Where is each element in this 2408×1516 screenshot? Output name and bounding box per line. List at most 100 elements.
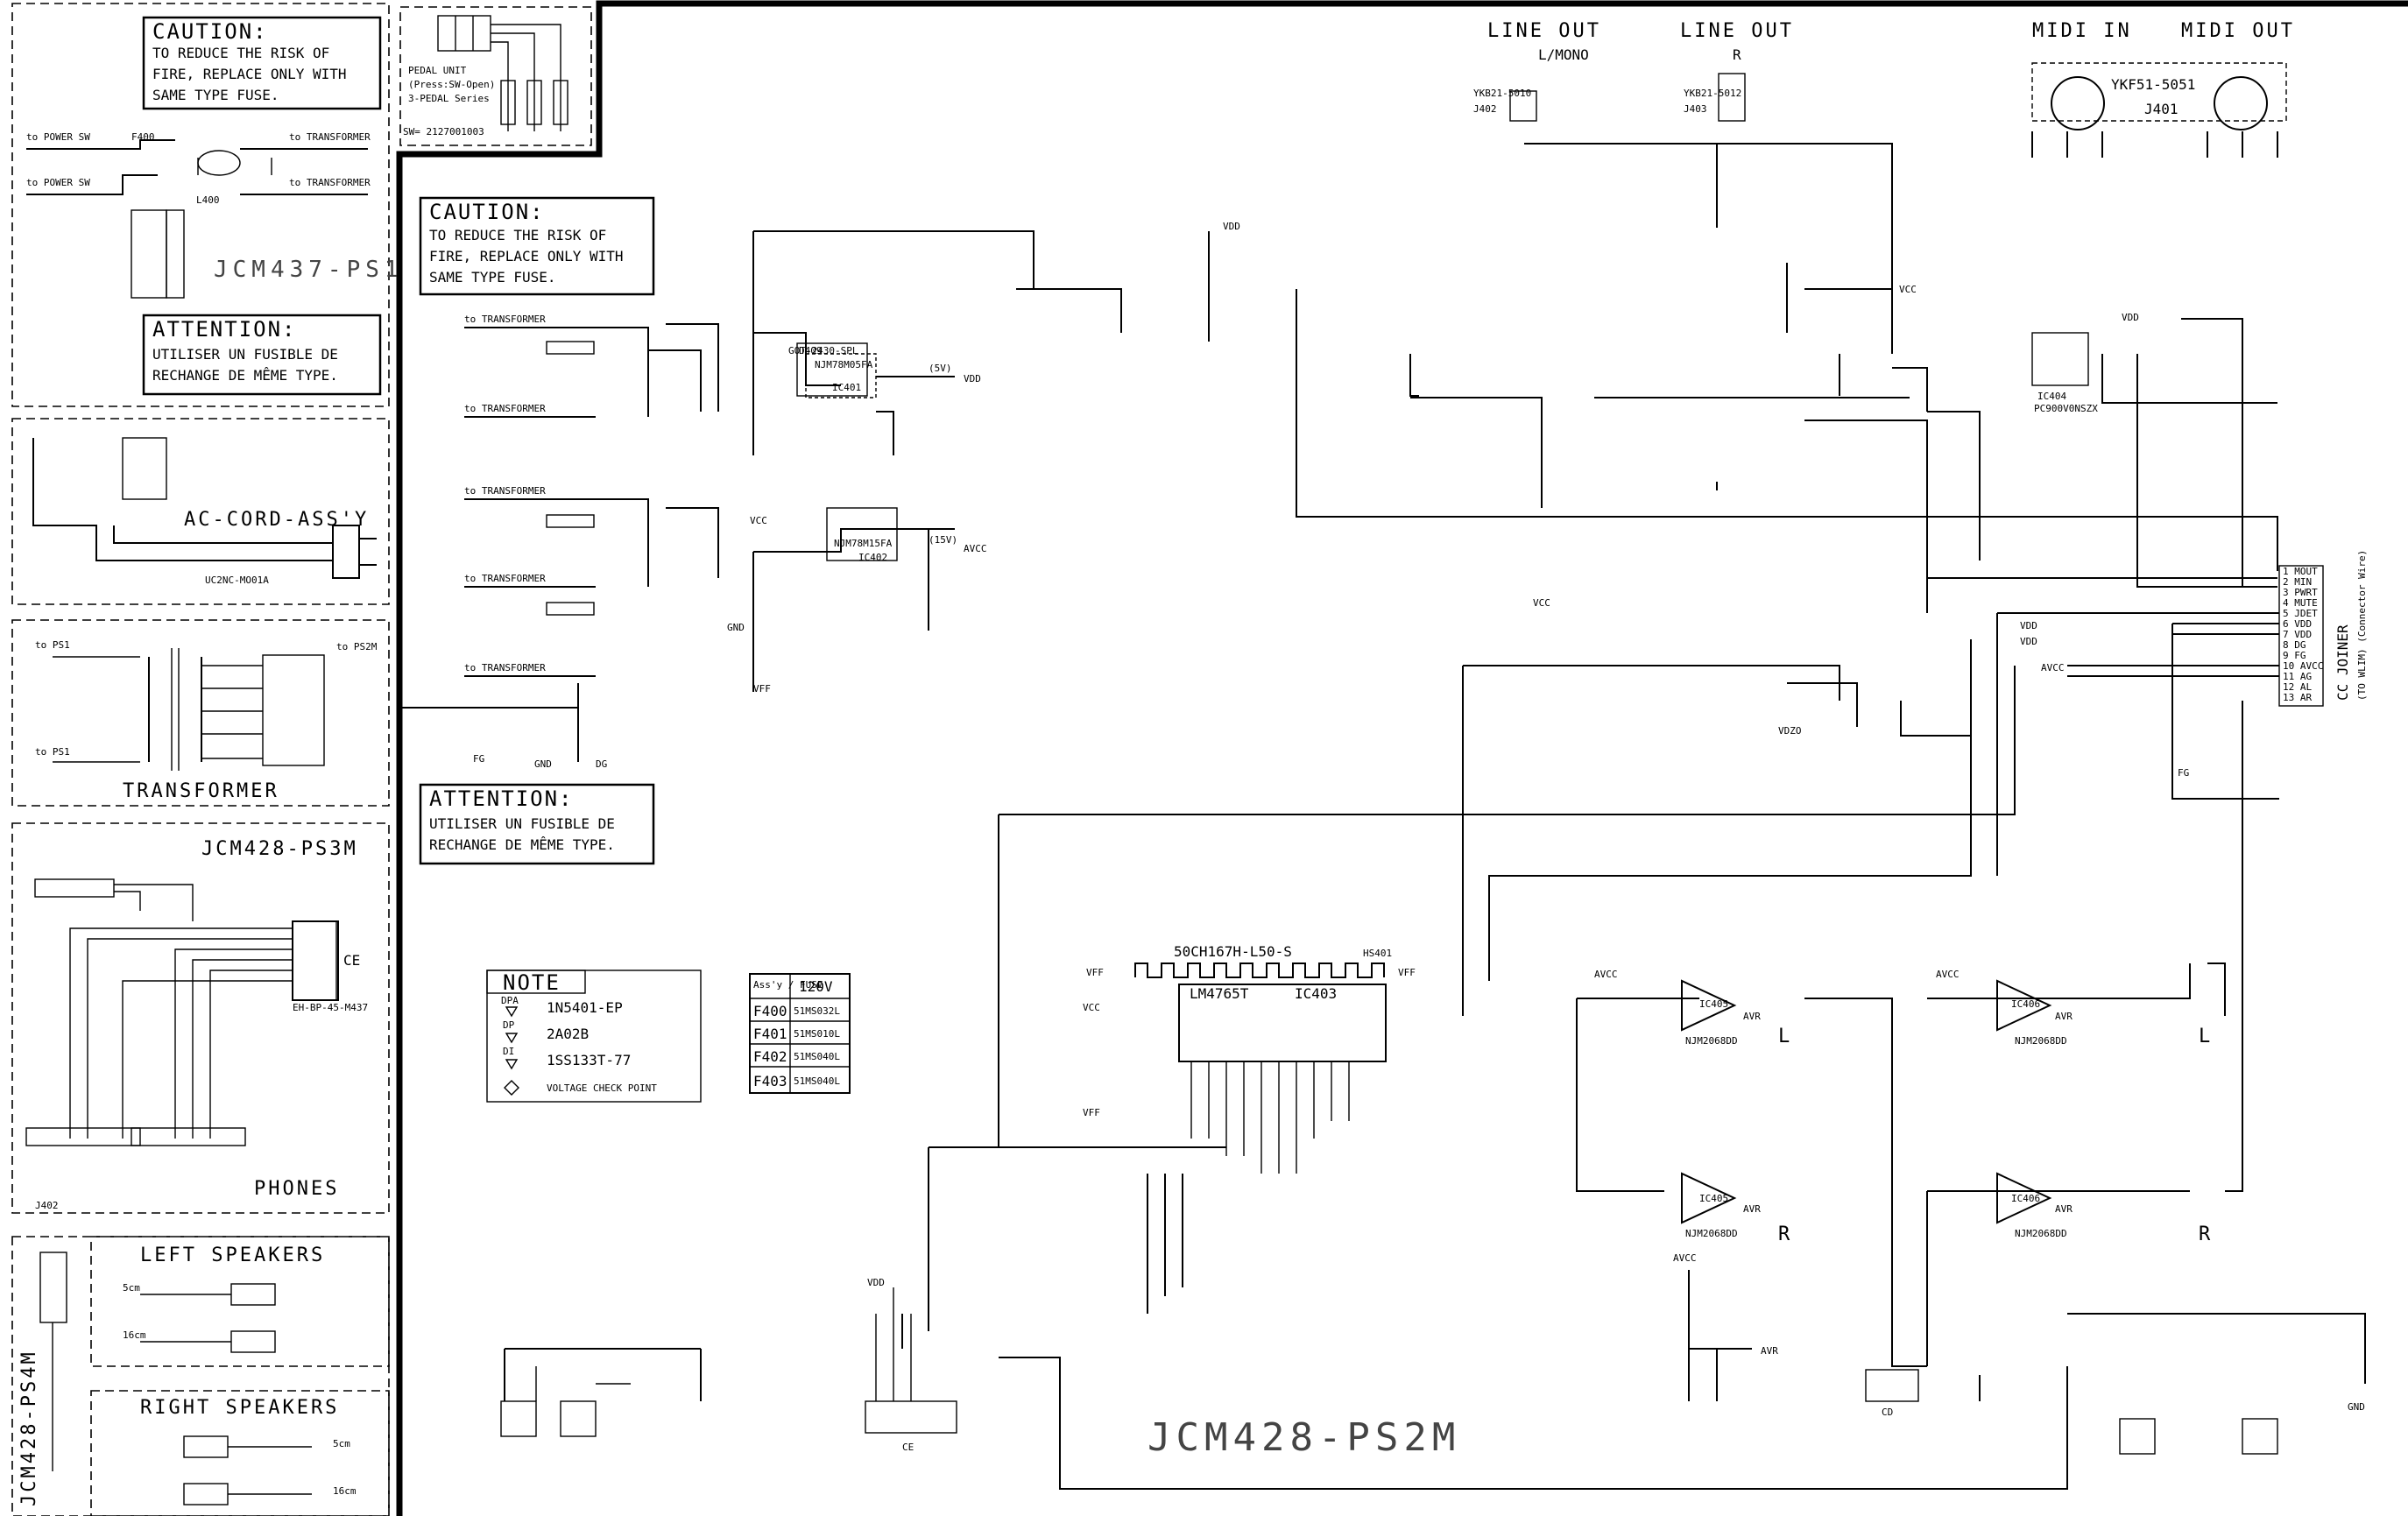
svg-text:CAUTION:: CAUTION:: [429, 200, 545, 224]
svg-text:3 PWRT: 3 PWRT: [2283, 587, 2318, 598]
svg-text:F402: F402: [753, 1048, 787, 1065]
svg-text:L: L: [1778, 1026, 1792, 1047]
svg-text:Ass'y / FUSE: Ass'y / FUSE: [753, 979, 823, 991]
svg-text:(15V): (15V): [929, 534, 957, 546]
svg-text:to POWER SW: to POWER SW: [26, 131, 90, 143]
svg-text:to TRANSFORMER: to TRANSFORMER: [464, 314, 546, 325]
opamp-ic406-r: IC406 NJM2068DD R AVR: [1996, 1172, 2210, 1245]
svg-text:L: L: [2199, 1026, 2213, 1047]
svg-text:12 AL: 12 AL: [2283, 681, 2312, 693]
svg-text:51MS040L: 51MS040L: [794, 1075, 840, 1087]
svg-text:MIDI IN: MIDI IN: [2032, 20, 2132, 42]
svg-text:PC900V0NSZX: PC900V0NSZX: [2034, 403, 2098, 414]
opamp-ic406-l: IC406 NJM2068DD L AVR AVCC: [1936, 969, 2213, 1047]
svg-text:GOT-2430-SPL: GOT-2430-SPL: [788, 345, 858, 356]
svg-text:RECHANGE DE MÊME TYPE.: RECHANGE DE MÊME TYPE.: [429, 836, 615, 853]
svg-text:J402: J402: [35, 1200, 59, 1211]
svg-text:to TRANSFORMER: to TRANSFORMER: [464, 485, 546, 497]
svg-text:FG: FG: [2178, 767, 2189, 779]
svg-text:1N5401-EP: 1N5401-EP: [547, 999, 623, 1016]
svg-text:51MS010L: 51MS010L: [794, 1028, 840, 1040]
svg-text:GND: GND: [2348, 1401, 2365, 1413]
ac-cord-board: [11, 418, 390, 605]
svg-text:LINE OUT: LINE OUT: [1487, 20, 1601, 42]
ps4m-board: [11, 1236, 390, 1516]
svg-text:to PS2M: to PS2M: [336, 641, 378, 652]
svg-text:13 AR: 13 AR: [2283, 692, 2312, 703]
svg-text:UC2NC-MO01A: UC2NC-MO01A: [205, 575, 269, 586]
ps2m-board-title: JCM428-PS2M: [1148, 1415, 1460, 1460]
svg-text:IC406: IC406: [2011, 1193, 2040, 1204]
svg-text:(5V): (5V): [929, 363, 952, 374]
opamp-ic405-r: IC405 NJM2068DD R AVR: [1681, 1172, 1792, 1245]
svg-text:MIDI OUT: MIDI OUT: [2181, 20, 2295, 42]
svg-text:VDD: VDD: [2020, 636, 2037, 647]
svg-text:UTILISER UN FUSIBLE DE: UTILISER UN FUSIBLE DE: [152, 346, 338, 363]
svg-text:FG: FG: [473, 753, 484, 765]
svg-text:VCC: VCC: [1083, 1002, 1100, 1013]
svg-text:to TRANSFORMER: to TRANSFORMER: [464, 573, 546, 584]
svg-text:F400: F400: [753, 1003, 787, 1019]
svg-text:IC406: IC406: [2011, 998, 2040, 1010]
cd-connector: CD: [1865, 1369, 1919, 1418]
svg-text:VOLTAGE CHECK POINT: VOLTAGE CHECK POINT: [547, 1082, 657, 1094]
svg-text:NJM2068DD: NJM2068DD: [2015, 1035, 2067, 1047]
ac-cord: AC-CORD-ASS'Y UC2NC-MO01A: [32, 437, 377, 586]
svg-text:AVCC: AVCC: [1673, 1252, 1697, 1264]
svg-text:JCM428-PS3M: JCM428-PS3M: [201, 838, 358, 860]
svg-text:51MS032L: 51MS032L: [794, 1005, 840, 1017]
attention-box-ps1: ATTENTION: UTILISER UN FUSIBLE DE RECHAN…: [142, 314, 382, 396]
svg-text:PEDAL UNIT: PEDAL UNIT: [408, 65, 467, 76]
svg-text:IC405: IC405: [1699, 998, 1728, 1010]
caution-box-ps1: CAUTION: TO REDUCE THE RISK OF FIRE, REP…: [142, 16, 382, 110]
power-supply: to TRANSFORMER to TRANSFORMER to TRANSFO…: [399, 314, 987, 770]
svg-text:11 AG: 11 AG: [2283, 671, 2312, 682]
svg-text:VCC: VCC: [750, 515, 767, 526]
svg-text:2A02B: 2A02B: [547, 1026, 589, 1042]
svg-text:ATTENTION:: ATTENTION:: [152, 317, 297, 342]
svg-text:VFF: VFF: [753, 683, 771, 695]
svg-text:NJM78M15FA: NJM78M15FA: [834, 538, 893, 549]
svg-text:AVR: AVR: [2055, 1011, 2073, 1022]
svg-text:VCC: VCC: [1899, 284, 1917, 295]
svg-text:VDD: VDD: [867, 1277, 885, 1288]
svg-text:LEFT SPEAKERS: LEFT SPEAKERS: [140, 1245, 325, 1266]
svg-text:FIRE, REPLACE ONLY WITH: FIRE, REPLACE ONLY WITH: [429, 248, 624, 264]
avr-divider: AVCC AVR: [1673, 1252, 1778, 1401]
svg-text:AVR: AVR: [1743, 1011, 1761, 1022]
ce-bottom-connector: CE VDD: [865, 1277, 957, 1453]
svg-text:CD: CD: [1882, 1407, 1893, 1418]
svg-text:16cm: 16cm: [333, 1485, 357, 1497]
midi-ports: MIDI IN MIDI OUT YKF51-5051 J401 IC404 P…: [2031, 20, 2295, 414]
bottom-speaker-wiring: [500, 1366, 2278, 1455]
svg-text:50CH167H-L50-S: 50CH167H-L50-S: [1174, 943, 1292, 960]
svg-text:IC405: IC405: [1699, 1193, 1728, 1204]
ce-connector: [292, 920, 339, 1001]
svg-text:YKB21-5010: YKB21-5010: [1473, 88, 1531, 99]
svg-text:R: R: [1778, 1223, 1792, 1245]
svg-text:VDD: VDD: [1223, 221, 1240, 232]
svg-text:JCM428-PS4M: JCM428-PS4M: [18, 1350, 40, 1506]
svg-text:to TRANSFORMER: to TRANSFORMER: [289, 131, 371, 143]
svg-text:R: R: [1733, 46, 1741, 63]
svg-text:VFF: VFF: [1398, 967, 1416, 978]
svg-text:UTILISER UN FUSIBLE DE: UTILISER UN FUSIBLE DE: [429, 815, 615, 832]
transformer: to PS1 to PS1 to PS2M TRANSFORMER: [35, 639, 378, 802]
svg-text:NJM78M05FA: NJM78M05FA: [815, 359, 873, 370]
svg-text:4 MUTE: 4 MUTE: [2283, 597, 2318, 609]
svg-text:51MS040L: 51MS040L: [794, 1051, 840, 1062]
svg-text:120V: 120V: [799, 978, 833, 995]
svg-text:AVR: AVR: [2055, 1203, 2073, 1215]
svg-text:AC-CORD-ASS'Y: AC-CORD-ASS'Y: [184, 509, 369, 531]
ps3m-board: [11, 822, 390, 1214]
caution-box-main: CAUTION: TO REDUCE THE RISK OF FIRE, REP…: [419, 196, 655, 296]
svg-text:10 AVCC: 10 AVCC: [2283, 660, 2323, 672]
svg-text:GND: GND: [534, 758, 552, 770]
svg-text:F401: F401: [753, 1026, 787, 1042]
svg-text:D409: D409: [799, 345, 823, 356]
svg-text:DI: DI: [503, 1046, 514, 1057]
top-signal-wiring: [752, 143, 2278, 613]
svg-text:AVR: AVR: [1761, 1345, 1778, 1357]
svg-text:TO REDUCE THE RISK OF: TO REDUCE THE RISK OF: [429, 227, 606, 243]
